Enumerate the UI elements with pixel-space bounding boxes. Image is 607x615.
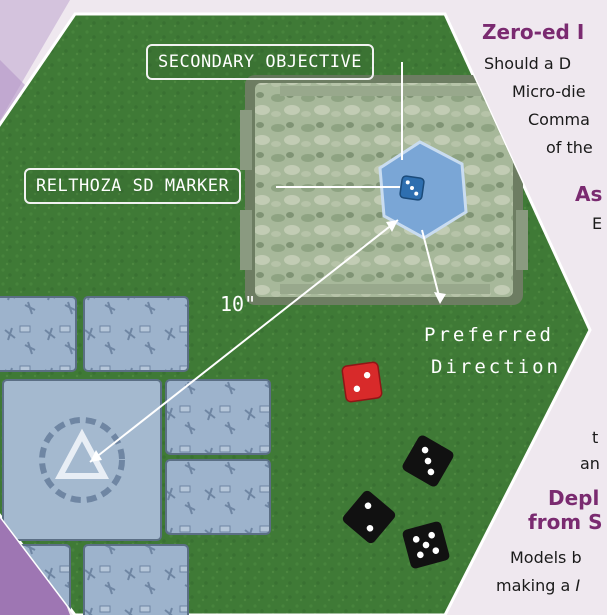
para1-line1: Should a D bbox=[484, 54, 572, 73]
secondary-objective-label: SECONDARY OBJECTIVE bbox=[146, 44, 374, 80]
heading-deploy-line2: from S bbox=[528, 510, 603, 534]
preferred-direction-arrow bbox=[421, 229, 441, 301]
black-die bbox=[342, 490, 396, 544]
para1-line3: Comma bbox=[528, 110, 590, 129]
measure-arrowhead-top bbox=[386, 220, 398, 232]
distance-label: 10" bbox=[220, 292, 257, 316]
para3-line2: an bbox=[580, 454, 600, 473]
terrain-tiles bbox=[0, 296, 271, 615]
para4-line2-text: making a bbox=[496, 576, 571, 595]
para4-line2-italic: I bbox=[575, 576, 581, 595]
preferred-direction-line2: Direction bbox=[431, 356, 561, 378]
preferred-direction-line1: Preferred bbox=[424, 324, 554, 346]
heading-as: As bbox=[575, 182, 603, 206]
para2-line1: E bbox=[592, 214, 603, 233]
measure-line bbox=[89, 219, 399, 463]
black-die bbox=[402, 521, 450, 569]
relthoza-marker-label: RELTHOZA SD MARKER bbox=[24, 168, 242, 204]
black-die bbox=[402, 435, 454, 487]
measure-arrowhead-bottom bbox=[90, 450, 102, 462]
heading-deploy-line1: Depl bbox=[548, 486, 600, 510]
para4-line1: Models b bbox=[510, 548, 582, 567]
para4-line2: making a I bbox=[496, 576, 580, 595]
para1-line2: Micro-die bbox=[512, 82, 586, 101]
preferred-direction-arrowhead bbox=[434, 292, 446, 304]
para1-line4: of the bbox=[546, 138, 593, 157]
red-die bbox=[341, 361, 383, 403]
heading-zeroed: Zero-ed I bbox=[482, 20, 585, 44]
blue-die bbox=[399, 175, 425, 201]
para3-line1: t bbox=[592, 428, 599, 447]
